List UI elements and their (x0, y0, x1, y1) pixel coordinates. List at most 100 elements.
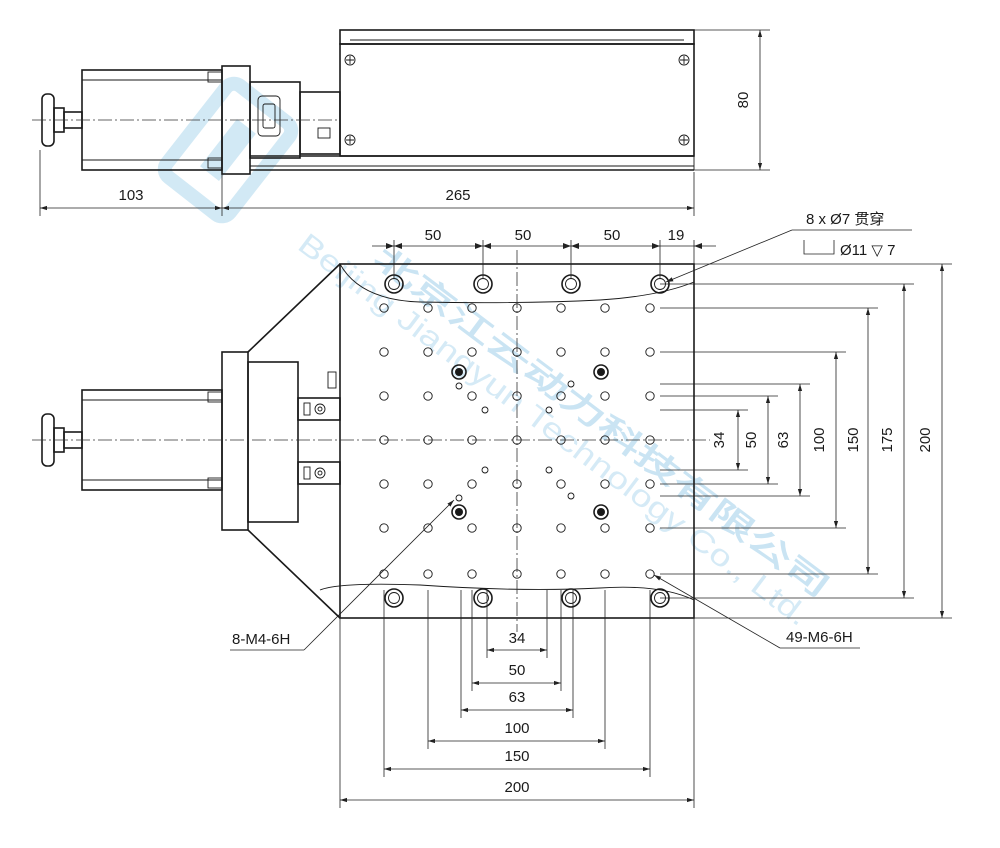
m6-hole (556, 303, 566, 313)
plan-coupling (247, 361, 341, 523)
top-view: 103 265 80 (32, 29, 770, 216)
dim-265: 265 (445, 187, 470, 204)
through-hole-bore (477, 592, 489, 604)
m6-hole (512, 435, 522, 445)
dim-right-63: 63 (775, 432, 792, 449)
m6-hole (379, 303, 389, 313)
plan-top-dimensions: 50 50 50 19 (372, 227, 716, 278)
callout-m4: 8-M4-6H (230, 499, 455, 651)
carriage-edge-top (339, 263, 695, 304)
plan-bottom-dimensions: 34 50 63 100 150 200 (339, 590, 695, 808)
company-watermark: 北京江云动力科技有限公司 Beijing Jiangyun Technology… (157, 76, 836, 633)
m6-hole (467, 435, 477, 445)
watermark-en: Beijing Jiangyun Technology Co., Ltd. (292, 227, 815, 632)
m6-hole (512, 479, 522, 489)
m6-hole (645, 523, 655, 533)
dim-bottom-50: 50 (509, 662, 526, 679)
m6-hole (423, 523, 433, 533)
dim-right-50: 50 (743, 432, 760, 449)
m4-holes (455, 380, 575, 502)
dim-80: 80 (735, 92, 752, 109)
top-screws (344, 54, 690, 146)
through-hole-bore (565, 592, 577, 604)
m6-hole (423, 435, 433, 445)
dim-right-175: 175 (879, 427, 896, 452)
dim-pitch-50-c: 50 (604, 227, 621, 244)
m6-hole (467, 523, 477, 533)
m6-hole (645, 435, 655, 445)
m6-hole (423, 303, 433, 313)
through-hole-bore (388, 278, 400, 290)
m6-hole (645, 479, 655, 489)
through-hole-bore (565, 278, 577, 290)
m6-hole (467, 303, 477, 313)
m6-hole (645, 391, 655, 401)
m6-hole (556, 391, 566, 401)
m6-hole (512, 347, 522, 357)
plan-view: 50 50 50 19 34 50 63 100 150 175 200 34 … (32, 211, 952, 808)
m6-hole (379, 435, 389, 445)
m6-hole (556, 347, 566, 357)
m6-hole (512, 303, 522, 313)
through-hole (473, 588, 493, 608)
m6-hole (556, 479, 566, 489)
m6-hole (423, 479, 433, 489)
callout-m4-text: 8-M4-6H (232, 631, 290, 648)
m6-hole (600, 479, 610, 489)
m6-hole (423, 569, 433, 579)
dim-103: 103 (118, 187, 143, 204)
m6-hole (379, 391, 389, 401)
m6-hole (600, 303, 610, 313)
dim-bottom-63: 63 (509, 689, 526, 706)
callout-m6-text: 49-M6-6H (786, 629, 853, 646)
top-stage-body (250, 29, 695, 171)
carriage-edge-bottom (319, 583, 695, 601)
m6-hole (600, 391, 610, 401)
m6-hole (467, 569, 477, 579)
m6-hole (600, 435, 610, 445)
m6-hole (467, 391, 477, 401)
dim-bottom-200: 200 (504, 779, 529, 796)
m6-hole (645, 569, 655, 579)
plan-flange (221, 351, 249, 531)
plan-housing-outline (247, 263, 341, 619)
dim-right-100: 100 (811, 427, 828, 452)
dim-right-150: 150 (845, 427, 862, 452)
m6-hole (379, 523, 389, 533)
dim-bottom-34: 34 (509, 630, 526, 647)
m6-hole (512, 523, 522, 533)
m6-hole (600, 523, 610, 533)
m6-hole (379, 347, 389, 357)
large-mount-holes (451, 364, 609, 520)
through-hole-bore (477, 278, 489, 290)
watermark-cn: 北京江云动力科技有限公司 (368, 240, 836, 604)
callout-through-holes-text: 8 x Ø7 贯穿 (806, 211, 884, 228)
callout-through-holes: 8 x Ø7 贯穿 Ø11 ▽ 7 (665, 211, 912, 283)
m6-hole (556, 569, 566, 579)
through-hole-bore (388, 592, 400, 604)
m6-hole (379, 479, 389, 489)
top-dimensions: 103 265 80 (39, 29, 770, 216)
m6-hole-grid (379, 303, 655, 579)
watermark-logo (157, 76, 299, 224)
m6-hole (600, 569, 610, 579)
through-hole (384, 588, 404, 608)
m6-hole (423, 391, 433, 401)
m6-hole (512, 569, 522, 579)
m6-hole (645, 347, 655, 357)
m6-hole (423, 347, 433, 357)
m6-hole (379, 569, 389, 579)
dim-right-34: 34 (711, 432, 728, 449)
dim-bottom-100: 100 (504, 720, 529, 737)
m6-hole (467, 479, 477, 489)
plan-right-dimensions: 34 50 63 100 150 175 200 (660, 263, 952, 619)
m6-hole (512, 391, 522, 401)
m6-hole (556, 435, 566, 445)
dim-edge-19: 19 (668, 227, 685, 244)
dim-pitch-50-b: 50 (515, 227, 532, 244)
dim-pitch-50-a: 50 (425, 227, 442, 244)
m6-hole (556, 523, 566, 533)
callout-counterbore-text: Ø11 ▽ 7 (840, 242, 895, 259)
through-hole (561, 588, 581, 608)
